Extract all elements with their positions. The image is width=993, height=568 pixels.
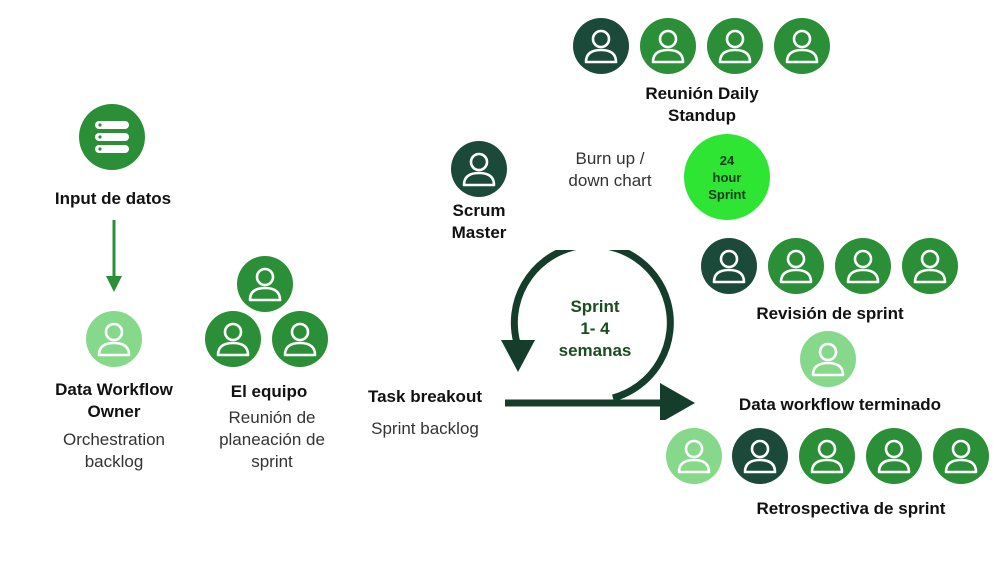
sprint-cycle-arrow	[501, 250, 695, 420]
owner-avatar	[86, 311, 142, 367]
standup-avatar	[707, 18, 763, 74]
team-title: El equipo	[230, 382, 308, 401]
badge-line-3: Sprint	[708, 186, 746, 202]
standup-avatar	[774, 18, 830, 74]
down-arrow	[106, 220, 122, 292]
task-title: Task breakout	[367, 387, 482, 406]
input-label: Input de datos	[54, 189, 172, 208]
sprint-24h-badge: 24 hour Sprint	[684, 134, 770, 220]
finished-avatar	[800, 331, 856, 387]
badge-line-1: 24	[719, 152, 735, 168]
sprint-cycle-label: Sprint 1- 4 semanas	[545, 296, 645, 362]
standup-avatar	[640, 18, 696, 74]
retro-avatar	[666, 428, 722, 484]
sprint-cycle-line-3: semanas	[558, 341, 632, 360]
badge-line-2: hour	[712, 169, 742, 185]
retro-avatar	[866, 428, 922, 484]
scrum-master-title: Scrum Master	[451, 201, 507, 242]
standup-avatar	[573, 18, 629, 74]
burn-chart-label: Burn up / down chart	[568, 149, 652, 190]
retro-avatar	[933, 428, 989, 484]
owner-title: Data Workflow Owner	[55, 380, 173, 421]
team-avatar	[205, 311, 261, 367]
retro-avatar	[732, 428, 788, 484]
review-avatar	[902, 238, 958, 294]
retro-title: Retrospectiva de sprint	[756, 499, 946, 518]
scrum-master-avatar	[451, 141, 507, 197]
review-avatar	[835, 238, 891, 294]
review-avatar	[701, 238, 757, 294]
review-avatar	[768, 238, 824, 294]
standup-title: Reunión Daily Standup	[645, 84, 759, 125]
retro-avatar	[799, 428, 855, 484]
owner-subtitle: Orchestration backlog	[62, 430, 166, 471]
team-subtitle: Reunión de planeación de sprint	[219, 408, 325, 471]
task-subtitle: Sprint backlog	[371, 419, 479, 438]
team-avatar	[272, 311, 328, 367]
team-avatar	[237, 256, 293, 312]
sprint-cycle-line-2: 1- 4	[580, 319, 610, 338]
review-title: Revisión de sprint	[756, 304, 904, 323]
database-icon	[79, 104, 145, 170]
sprint-cycle-line-1: Sprint	[570, 297, 620, 316]
finished-title: Data workflow terminado	[738, 395, 942, 414]
